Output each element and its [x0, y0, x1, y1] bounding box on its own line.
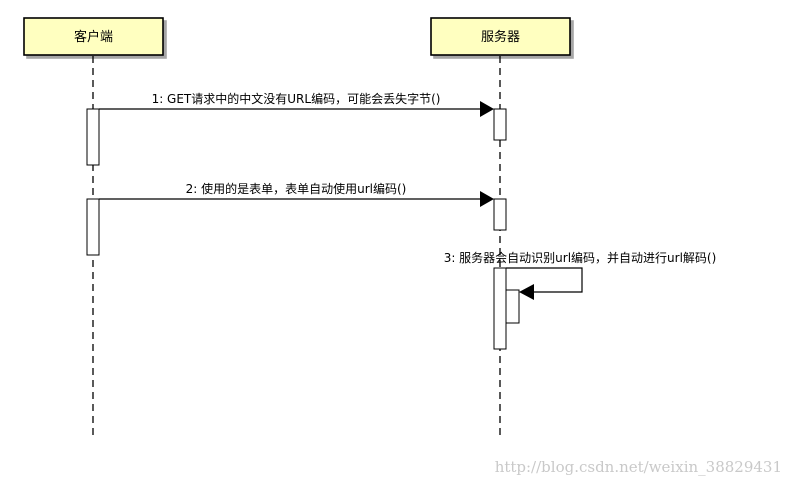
message-3-label: 3: 服务器会自动识别url编码，并自动进行url解码(): [444, 250, 717, 265]
watermark: http://blog.csdn.net/weixin_38829431: [495, 458, 782, 476]
server-activation-1: [493, 108, 507, 141]
participant-server: 服务器: [430, 17, 571, 56]
message-2-arrowhead: [480, 191, 494, 207]
client-activation-2: [86, 198, 100, 256]
server-activation-3: [493, 267, 507, 350]
message-1: 1: GET请求中的中文没有URL编码，可能会丢失字节(): [99, 91, 494, 117]
message-1-arrowhead: [480, 101, 494, 117]
participant-server-label: 服务器: [481, 29, 520, 45]
participant-client-label: 客户端: [74, 29, 113, 45]
participant-client: 客户端: [23, 17, 164, 56]
message-3-arrowhead: [519, 284, 534, 300]
message-1-label: 1: GET请求中的中文没有URL编码，可能会丢失字节(): [152, 91, 441, 106]
message-2-label: 2: 使用的是表单，表单自动使用url编码(): [186, 181, 407, 196]
client-activation-1: [86, 108, 100, 166]
server-nested-activation: [505, 289, 520, 324]
message-3: 3: 服务器会自动识别url编码，并自动进行url解码(): [444, 250, 717, 300]
server-activation-2: [493, 198, 507, 231]
message-2: 2: 使用的是表单，表单自动使用url编码(): [99, 181, 494, 207]
